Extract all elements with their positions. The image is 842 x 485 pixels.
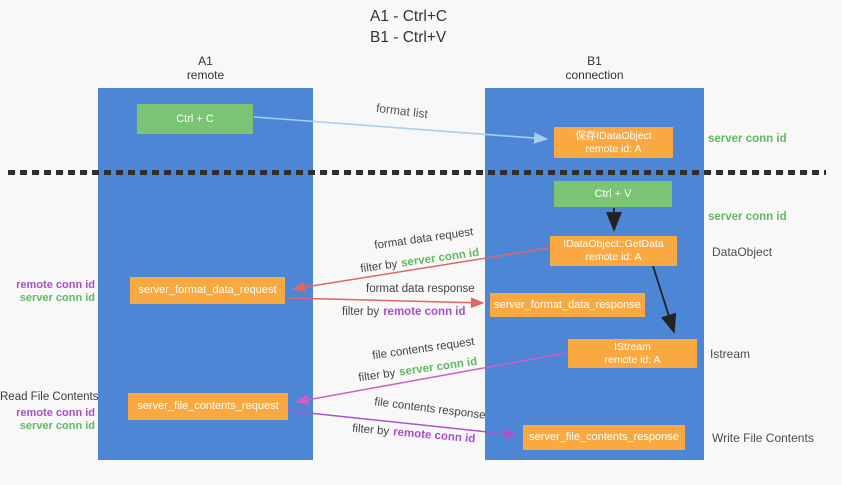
node-istream-title: IStream xyxy=(614,340,651,353)
right-label-istream: Istream xyxy=(710,347,751,361)
node-server-file-contents-response: server_file_contents_response xyxy=(523,425,685,450)
left-label-conn-ids-file: remote conn id server conn id xyxy=(0,407,95,433)
arrow-file-contents-request xyxy=(294,352,567,406)
left-server-conn-id-1: server conn id xyxy=(19,292,95,304)
node-ctrl-v: Ctrl + V xyxy=(554,181,672,207)
node-server-format-data-response: server_format_data_response xyxy=(490,293,645,317)
node-save-idataobject-title: 保存IDataObject xyxy=(575,129,652,142)
edge-label-format-data-response: format data response xyxy=(366,283,475,295)
left-remote-conn-id-1: remote conn id xyxy=(16,279,95,291)
node-ctrl-c: Ctrl + C xyxy=(137,104,253,134)
right-label-server-conn-id-1: server conn id xyxy=(708,133,787,145)
filter-by-text: filter by xyxy=(342,306,380,318)
remote-conn-id-text: remote conn id xyxy=(383,306,466,318)
node-save-idataobject-remote-id: remote id: A xyxy=(585,142,642,155)
node-istream-remote-id: remote id: A xyxy=(604,353,661,366)
lane-b1-subtitle: connection xyxy=(565,68,624,82)
arrow-format-list xyxy=(253,116,549,144)
right-label-write-file-contents: Write File Contents xyxy=(712,431,814,445)
lane-b1-name: B1 xyxy=(587,54,602,68)
node-istream: IStream remote id: A xyxy=(568,339,697,368)
arrow-getdata-to-istream xyxy=(652,265,677,334)
session-divider-dotted-line xyxy=(8,170,826,175)
left-label-conn-ids-format: remote conn id server conn id xyxy=(0,279,95,305)
left-remote-conn-id-2: remote conn id xyxy=(16,407,95,419)
left-label-read-file-contents: Read File Contents xyxy=(0,391,99,403)
node-idataobject-getdata: IDataObject::GetData remote id: A xyxy=(550,236,677,266)
lane-a1-subtitle: remote xyxy=(186,68,225,82)
arrow-file-contents-response xyxy=(289,410,518,440)
node-save-idataobject: 保存IDataObject remote id: A xyxy=(554,127,673,158)
node-getdata-remote-id: remote id: A xyxy=(585,251,642,263)
lane-a1-name: A1 xyxy=(198,54,213,68)
title-line-a1: A1 - Ctrl+C xyxy=(370,8,448,25)
lane-header-b1: B1 connection xyxy=(485,54,704,82)
left-server-conn-id-2: server conn id xyxy=(19,420,95,432)
node-getdata-title: IDataObject::GetData xyxy=(563,238,664,250)
right-label-server-conn-id-2: server conn id xyxy=(708,211,787,223)
diagram-title: A1 - Ctrl+C B1 - Ctrl+V xyxy=(370,6,447,48)
node-server-file-contents-request: server_file_contents_request xyxy=(128,393,288,420)
arrow-format-data-request xyxy=(291,247,550,293)
node-server-format-data-request: server_format_data_request xyxy=(130,277,285,304)
title-line-b1: B1 - Ctrl+V xyxy=(370,29,447,46)
arrow-format-data-response xyxy=(286,297,485,309)
right-label-dataobject: DataObject xyxy=(712,245,773,259)
lane-header-a1: A1 remote xyxy=(98,54,313,82)
